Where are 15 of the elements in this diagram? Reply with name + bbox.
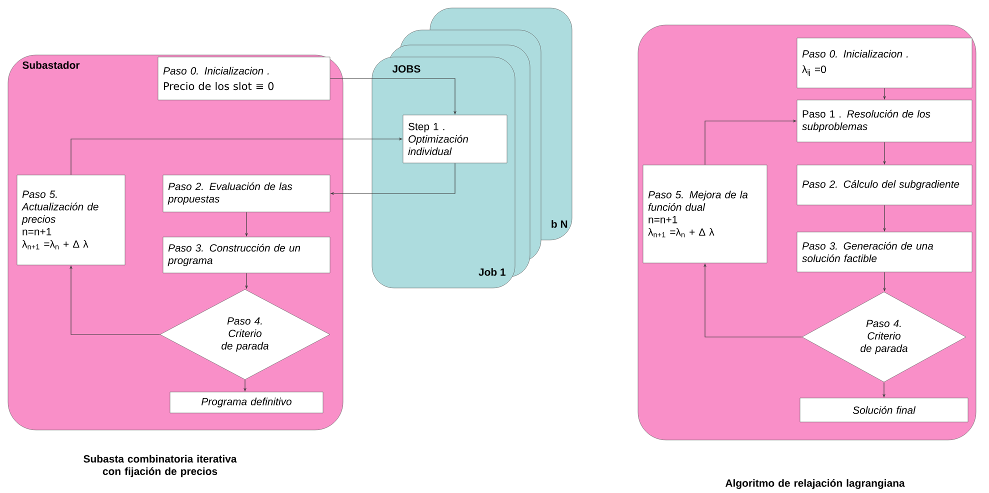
- process-box: Paso 2. Cálculo del subgradiente: [796, 164, 972, 206]
- process-box: Paso 1 . Resolución de los subproblemas: [796, 100, 972, 142]
- process-box: Paso 0. Inicializacion . Precio de los slot ≡ 0: [158, 56, 330, 100]
- node-label: b N: [552, 220, 568, 228]
- caption: Algoritmo de relajación lagrangiana: [725, 479, 905, 489]
- caption: Subasta combinatoria iterativa con fijación de precios: [84, 454, 237, 478]
- process-box: Paso 3. Generación de una solución factible: [796, 232, 972, 272]
- process-box: Step 1 . Optimización individual: [402, 114, 508, 164]
- process-box: Paso 2. Evaluación de las propuestas: [162, 174, 330, 212]
- process-box: Paso 0. Inicializacion . λ$_{ij}$ =0: [796, 38, 972, 88]
- process-box: Paso 5. Mejora de la función dual n=n+1 λ$_{n+1}$ =λ$_{n}$ + Δ λ: [642, 164, 768, 264]
- process-box: Paso 3. Construcción de un programa: [162, 236, 330, 274]
- process-box: Programa definitivo: [170, 392, 324, 414]
- process-box: Paso 5. Actualización de precios n=n+1 λ$_{n+1}$ =λ$_{n}$ + Δ λ: [16, 174, 126, 266]
- process-box: Solución final: [800, 398, 968, 422]
